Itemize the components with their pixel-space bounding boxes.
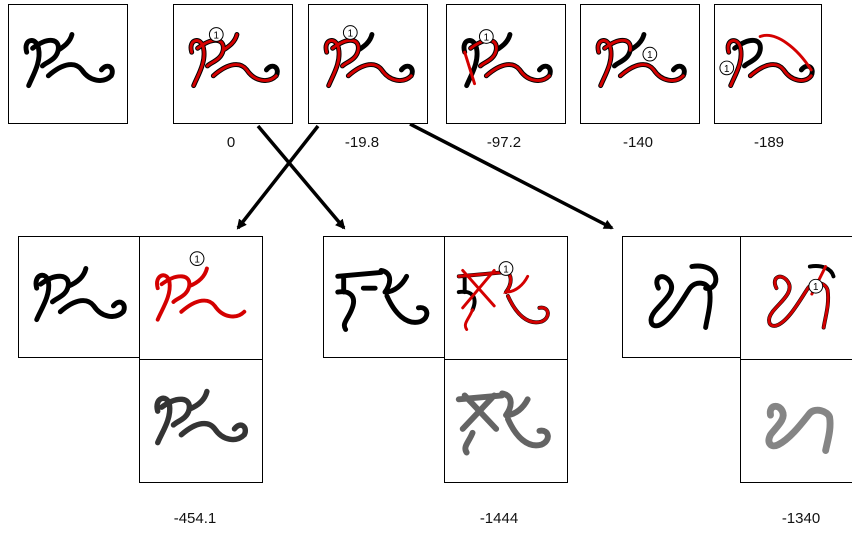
result2-reconstruction-glyph bbox=[455, 390, 551, 456]
result1-candidate-box: 1 bbox=[139, 236, 263, 360]
result1-reconstruction-glyph bbox=[154, 388, 248, 446]
score-candidate-1: 0 bbox=[226, 134, 236, 151]
arrow-cand2-to-result1 bbox=[236, 124, 320, 230]
arrow-cand2-to-result3 bbox=[409, 122, 614, 230]
candidate-box-4: 1 bbox=[580, 4, 700, 124]
result3-candidate-glyph: 1 bbox=[767, 264, 836, 330]
result3-reference-glyph bbox=[648, 263, 719, 330]
arrow-cand1-to-result2 bbox=[256, 124, 346, 230]
score-candidate-4: -140 bbox=[622, 134, 654, 151]
score-candidate-2: -19.8 bbox=[344, 134, 380, 151]
start-marker-1: 1 bbox=[214, 30, 219, 41]
result3-reconstruction-glyph bbox=[765, 402, 834, 454]
score-candidate-3: -97.2 bbox=[486, 134, 522, 151]
score-result-1: -454.1 bbox=[173, 510, 217, 527]
candidate-glyph-1: 1 bbox=[188, 27, 280, 89]
result1-start-marker: 1 bbox=[194, 255, 199, 266]
candidate-box-3: 1 bbox=[446, 4, 566, 124]
result1-candidate-glyph: 1 bbox=[155, 251, 247, 322]
result1-reference-box bbox=[18, 236, 140, 358]
result3-start-marker: 1 bbox=[813, 282, 818, 293]
candidate-glyph-3: 1 bbox=[461, 29, 553, 89]
candidate-box-1: 1 bbox=[173, 4, 293, 124]
result2-reference-glyph bbox=[335, 267, 430, 332]
score-candidate-5: -189 bbox=[753, 134, 785, 151]
start-marker-3: 1 bbox=[484, 32, 489, 43]
candidate-box-5: 1 bbox=[714, 4, 822, 124]
input-character-box bbox=[8, 4, 128, 124]
result2-candidate-glyph: 1 bbox=[456, 261, 550, 331]
input-glyph bbox=[23, 32, 115, 89]
result1-reconstruction-box bbox=[139, 359, 263, 483]
candidate-glyph-5: 1 bbox=[719, 33, 815, 89]
result2-reference-box bbox=[323, 236, 445, 358]
result3-candidate-box: 1 bbox=[740, 236, 852, 360]
result2-candidate-box: 1 bbox=[444, 236, 568, 360]
start-marker-5: 1 bbox=[724, 64, 729, 75]
result2-reconstruction-box bbox=[444, 359, 568, 483]
start-marker-4: 1 bbox=[647, 50, 652, 61]
result1-reference-glyph bbox=[33, 266, 127, 323]
start-marker-2: 1 bbox=[348, 28, 353, 39]
score-result-3: -1340 bbox=[781, 510, 821, 527]
candidate-glyph-2: 1 bbox=[323, 25, 415, 89]
candidate-box-2: 1 bbox=[308, 4, 428, 124]
result3-reference-box bbox=[622, 236, 744, 358]
candidate-glyph-4: 1 bbox=[595, 32, 687, 89]
score-result-2: -1444 bbox=[479, 510, 519, 527]
result2-start-marker: 1 bbox=[503, 264, 508, 275]
result3-reconstruction-box bbox=[740, 359, 852, 483]
